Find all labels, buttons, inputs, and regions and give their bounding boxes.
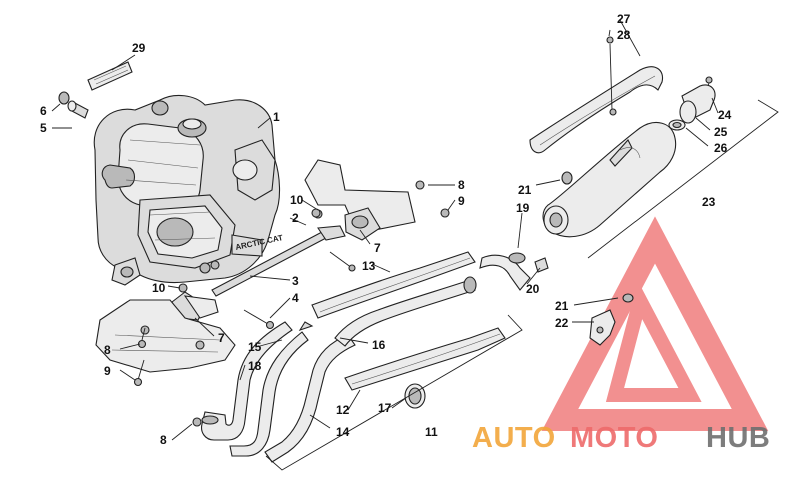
callout-20: 20 — [526, 282, 540, 296]
callout-10-upper: 10 — [290, 193, 304, 207]
header-pipe-part — [201, 321, 309, 457]
watermark-text: AUTO MOTO HUB — [472, 422, 770, 454]
skid-plate-part — [95, 299, 236, 373]
tail-pipe-part — [479, 252, 549, 291]
callout-15: 15 — [248, 340, 262, 354]
callout-1: 1 — [273, 110, 280, 124]
callout-2: 2 — [292, 211, 299, 225]
callout-19: 19 — [516, 201, 530, 215]
callout-6: 6 — [40, 104, 47, 118]
callout-13: 13 — [362, 259, 376, 273]
callout-7-lower: 7 — [218, 331, 225, 345]
exhaust-bracket-upper — [304, 159, 416, 241]
muffler-heat-shield-part — [529, 36, 664, 154]
exhaust-rod-part — [211, 225, 356, 297]
callout-18: 18 — [248, 359, 262, 373]
callout-3: 3 — [292, 274, 299, 288]
callout-7-upper: 7 — [374, 241, 381, 255]
heat-shield-13-part — [298, 251, 476, 332]
callout-8-mid: 8 — [104, 343, 111, 357]
callout-11: 11 — [425, 425, 438, 439]
heat-shield-12-part — [344, 327, 506, 391]
callout-12: 12 — [336, 403, 350, 417]
callout-14: 14 — [336, 425, 350, 439]
callout-9-lower: 9 — [104, 364, 111, 378]
mid-pipe-part — [264, 276, 477, 463]
nut-10-upper-part — [311, 208, 321, 218]
bolt-8-upper-part — [415, 180, 425, 190]
callout-25: 25 — [714, 125, 728, 139]
callout-8-lower: 8 — [160, 433, 167, 447]
callout-numbers: 1 2 3 4 5 6 7 7 8 8 8 9 9 9 10 10 11 12 … — [40, 12, 732, 447]
bolt-4-part — [243, 309, 275, 330]
callout-24: 24 — [718, 108, 732, 122]
callout-29: 29 — [132, 41, 146, 55]
watermark-moto: MOTO — [570, 422, 658, 454]
spark-arrestor-part — [668, 76, 716, 131]
group-bracket-23 — [587, 99, 779, 259]
engine-spacer-part — [58, 91, 89, 119]
watermark-auto: AUTO — [472, 422, 556, 454]
leader-lines — [51, 19, 719, 441]
bracket-22-part — [589, 293, 634, 346]
callout-27: 27 — [617, 12, 631, 26]
engine-assembly: ARCTIC CAT — [93, 94, 284, 286]
bolt-9-lower-part — [133, 359, 145, 387]
grommet-21-upper — [561, 171, 573, 185]
nut-10-lower-part — [178, 283, 188, 293]
callout-21-lower: 21 — [555, 299, 569, 313]
watermark-logo — [541, 216, 769, 431]
callout-9-upper: 9 — [458, 194, 465, 208]
callout-5: 5 — [40, 121, 47, 135]
callout-8-upper: 8 — [458, 178, 465, 192]
callout-10-lower: 10 — [152, 281, 166, 295]
bolt-9-upper-part — [440, 208, 450, 218]
callout-17: 17 — [378, 401, 392, 415]
watermark-hub: HUB — [706, 422, 770, 454]
callout-16: 16 — [372, 338, 386, 352]
callout-4: 4 — [292, 291, 299, 305]
callout-23: 23 — [702, 195, 716, 209]
callout-22: 22 — [555, 316, 569, 330]
callout-26: 26 — [714, 141, 728, 155]
muffler-part — [542, 122, 677, 238]
callout-21-upper: 21 — [518, 183, 532, 197]
callout-28: 28 — [617, 28, 631, 42]
decal-part — [87, 61, 133, 91]
bolt-8-lower-part — [137, 327, 147, 349]
bolt-8-bottom-part — [192, 417, 202, 427]
group-bracket-11 — [265, 314, 523, 471]
